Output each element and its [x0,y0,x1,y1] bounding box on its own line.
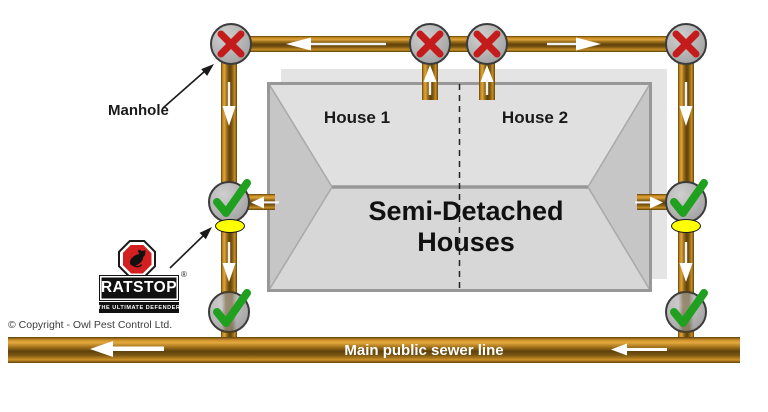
flow-arrow-down-icon [222,82,236,126]
copyright-text: © Copyright - Owl Pest Control Ltd. [8,319,173,331]
house1-label: House 1 [323,108,391,127]
ratstop-logo: RATSTOP THE ULTIMATE DEFENDER ® [97,240,187,314]
semi-detached-house-roof [267,82,652,292]
center-title-line2: Houses [417,227,515,257]
manhole-mid-left [208,179,251,223]
flow-arrow-up-icon [423,65,437,95]
flow-arrow-down-icon [222,242,236,282]
manhole-label: Manhole [108,102,169,119]
flow-arrow-down-icon [679,82,693,126]
manhole-house2 [466,23,508,65]
flow-arrow-right-icon [635,196,663,209]
manhole-top-left [210,23,252,65]
manhole-top-right [665,23,707,65]
logo-tagline-strip: THE ULTIMATE DEFENDER [97,302,181,313]
manhole-house1 [409,23,451,65]
logo-name: RATSTOP [100,279,178,296]
flow-arrow-left-icon [251,196,279,209]
logo-tagline: THE ULTIMATE DEFENDER [97,304,181,311]
flow-arrow-right-icon [547,37,601,51]
red-x-icon [473,30,501,58]
red-x-icon [672,30,700,58]
rat-icon [129,249,146,268]
main-flow-arrow-left-icon [90,341,164,357]
ratstop-pointer-arrow [169,227,212,269]
main-sewer-label: Main public sewer line [344,342,504,359]
center-title-line1: Semi-Detached [368,196,564,226]
top-sewer-pipe [228,36,688,52]
logo-octagon [118,240,156,278]
center-title: Semi-Detached Houses [368,196,563,258]
manhole-bottom-right [665,289,708,333]
flow-arrow-left-icon [286,37,386,51]
registered-trademark: ® [181,270,187,279]
flow-arrow-up-icon [480,65,494,95]
house2-label: House 2 [501,108,569,127]
ratstop-valve-right [671,219,701,233]
ratstop-valve-left [215,219,245,233]
flow-arrow-down-icon [679,242,693,282]
main-flow-arrow-left-icon [611,343,667,356]
green-check-icon [670,289,708,327]
green-check-icon [670,179,708,217]
green-check-icon [213,179,251,217]
manhole-bottom-left [208,289,251,333]
logo-name-box: RATSTOP [99,275,179,301]
manhole-pointer-arrow [162,64,214,109]
green-check-icon [213,289,251,327]
red-x-icon [416,30,444,58]
manhole-mid-right [665,179,708,223]
red-x-icon [217,30,245,58]
